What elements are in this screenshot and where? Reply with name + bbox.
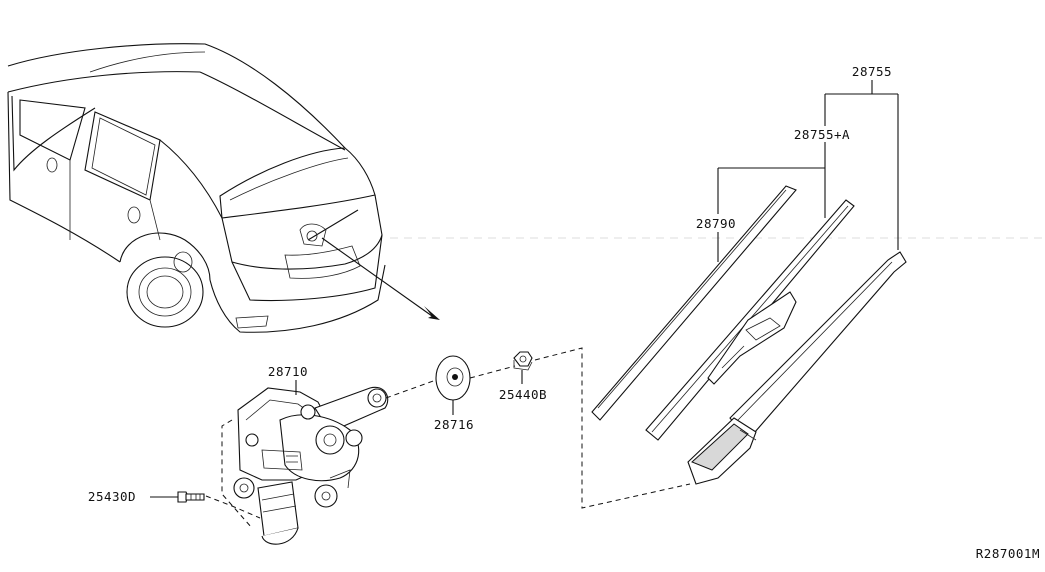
- wiper-arm-illustration: [645, 199, 855, 441]
- wiper-arm-assembly-illustration: [687, 251, 907, 485]
- label-28710: 28710: [268, 364, 308, 379]
- pivot-cap-illustration: [385, 355, 516, 415]
- leader-lines: [717, 80, 899, 262]
- bolt-illustration: [150, 491, 205, 503]
- diagram-code: R287001M: [976, 546, 1040, 561]
- vehicle-illustration: [7, 43, 1045, 333]
- nut-illustration: [513, 351, 533, 384]
- wiper-motor-illustration: [205, 380, 389, 545]
- wiper-blade-illustration: [591, 185, 797, 421]
- installation-dashed-line: [534, 347, 691, 509]
- label-28755: 28755: [852, 64, 892, 79]
- label-25440b: 25440B: [499, 387, 547, 402]
- label-28790: 28790: [696, 216, 736, 231]
- label-28755-a: 28755+A: [794, 127, 850, 142]
- label-28716: 28716: [434, 417, 474, 432]
- label-25430d: 25430D: [88, 489, 136, 504]
